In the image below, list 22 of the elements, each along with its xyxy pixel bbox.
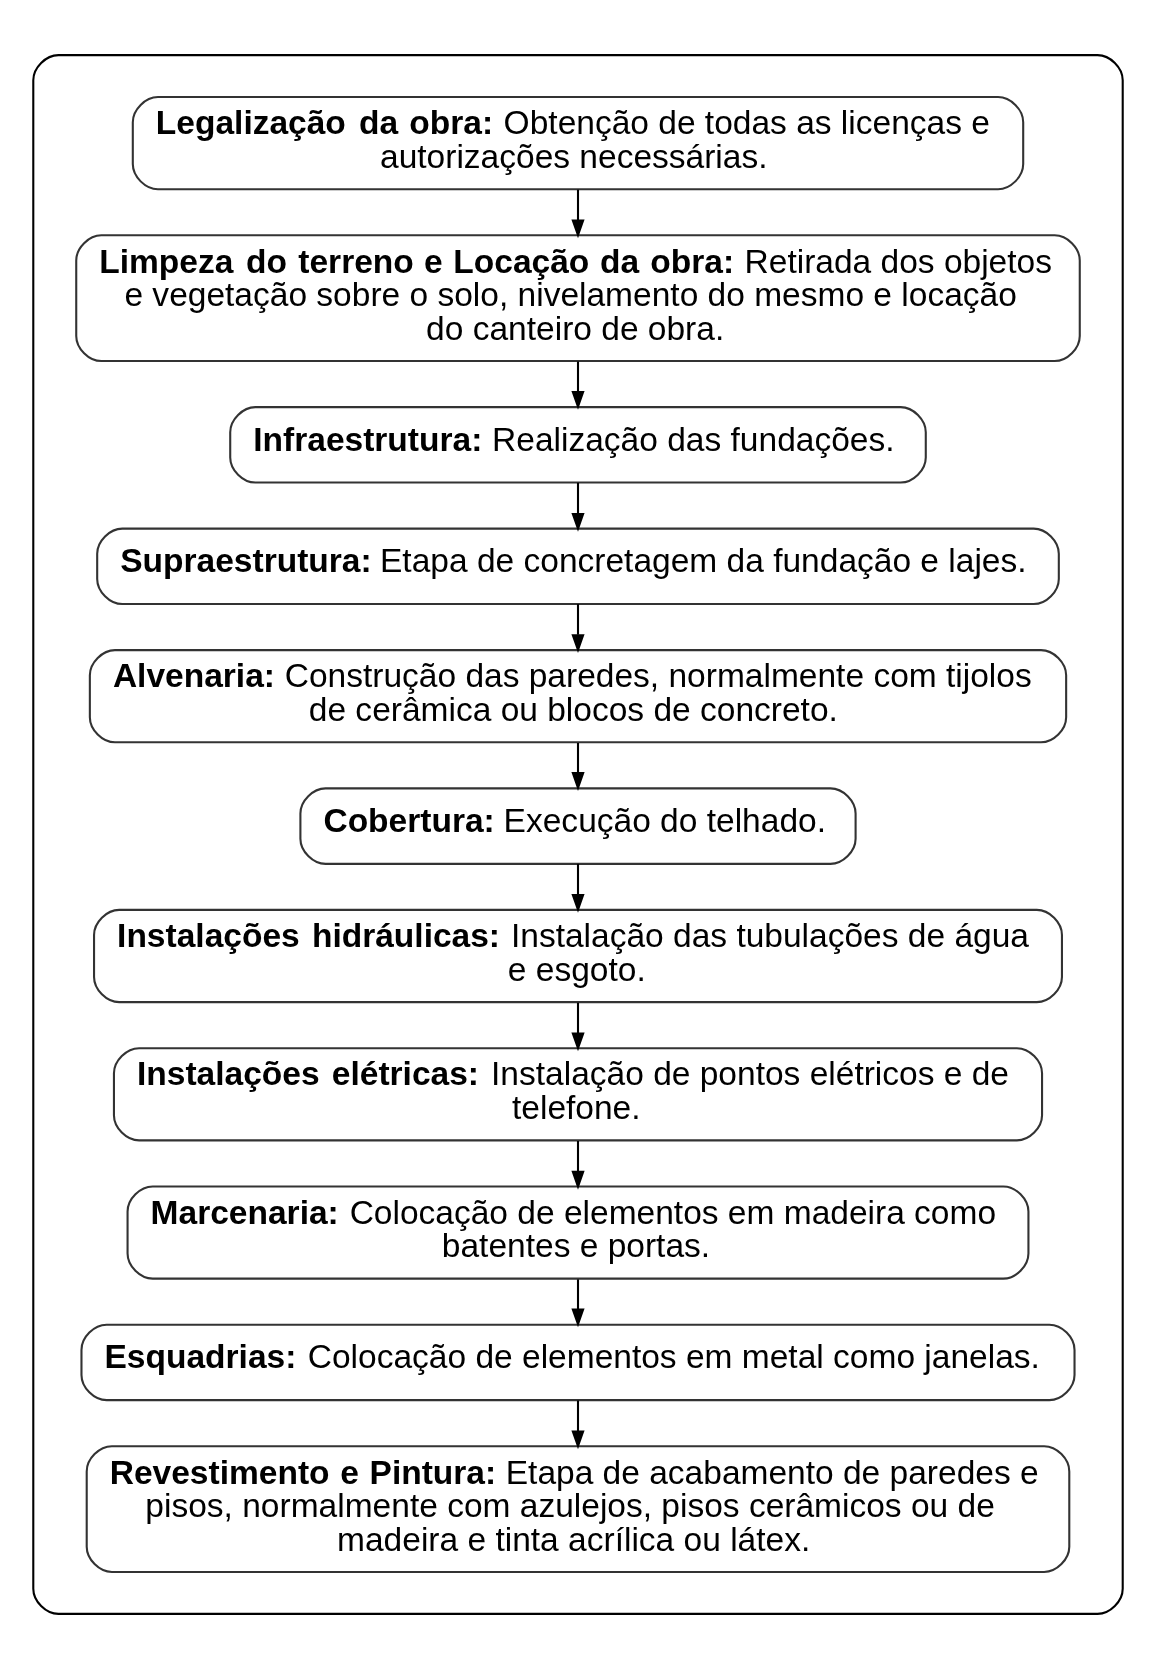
arrow	[571, 603, 585, 653]
node-box: Cobertura: Execução do telhado.	[299, 786, 857, 865]
node-box: Supraestrutura: Etapa de concretagem da fundação e lajes.	[96, 527, 1060, 605]
arrow	[571, 1278, 585, 1327]
node-box: Marcenaria: Colocação de elementos em madeira como batentes e portas.	[126, 1184, 1030, 1280]
arrow	[571, 1002, 585, 1051]
arrow	[571, 863, 585, 913]
arrow	[571, 742, 585, 791]
node-box: Alvenaria: Construção das paredes, normalmente com tijolos de cerâmica ou blocos de concreto.	[88, 648, 1068, 743]
node-box: Revestimento e Pintura: Etapa de acabamento de paredes e pisos, normalmente com azulejos, pisos cerâmicos ou de madeira e tinta acrílica ou látex.	[85, 1444, 1071, 1573]
node-box: Instalações hidráulicas: Instalação das tubulações de água e esgoto.	[93, 908, 1063, 1003]
node-box: Esquadrias: Colocação de elementos em metal como janelas.	[80, 1323, 1076, 1401]
cluster	[32, 53, 1124, 1615]
arrow	[571, 189, 585, 238]
arrow	[571, 1140, 585, 1190]
node-box: Instalações elétricas: Instalação de pontos elétricos e de telefone.	[112, 1046, 1044, 1141]
arrow	[571, 1400, 585, 1449]
arrow	[571, 482, 585, 532]
node-box: Legalização da obra: Obtenção de todas as licenças e autorizações necessárias.	[131, 95, 1025, 190]
node-box: Infraestrutura: Realização das fundações.	[229, 405, 927, 484]
arrow	[571, 361, 585, 410]
node-box: Limpeza do terreno e Locação da obra: Retirada dos objetos e vegetação sobre o solo, nivelamento do mesmo e locação do canteiro de obra.	[75, 233, 1081, 362]
